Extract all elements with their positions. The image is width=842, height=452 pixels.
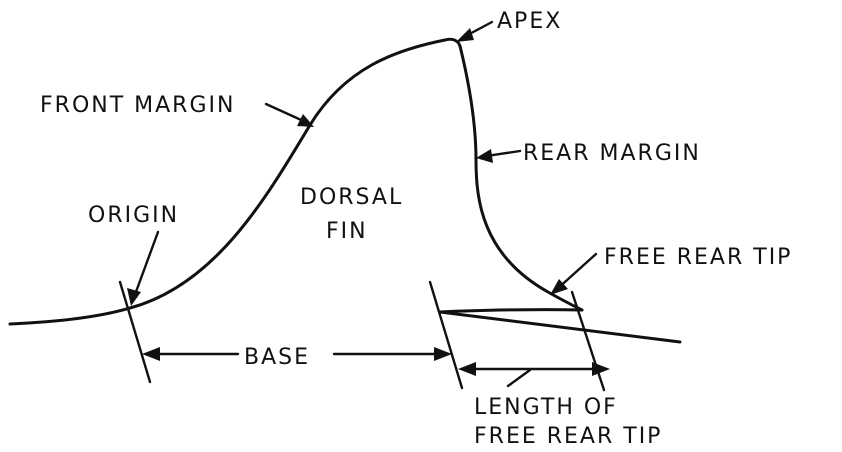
- origin-arrowhead: [127, 288, 141, 306]
- label-length-of: LENGTH OF: [474, 395, 618, 420]
- apex-curve: [443, 37, 462, 48]
- label-base: BASE: [244, 345, 310, 370]
- label-rear-margin: REAR MARGIN: [523, 141, 701, 166]
- free-tip-dim-leader: [506, 368, 532, 388]
- free-rear-tip-arrowhead: [550, 279, 568, 295]
- body-back-line: [8, 306, 132, 326]
- rear-margin-arrowhead: [476, 149, 493, 163]
- front-margin-curve: [128, 38, 447, 310]
- label-apex: APEX: [497, 9, 562, 34]
- origin-tick: [118, 280, 152, 384]
- free-tip-tick: [570, 290, 606, 392]
- label-fin: FIN: [326, 219, 368, 244]
- label-origin: ORIGIN: [88, 203, 179, 228]
- label-free-rear-tip: FREE REAR TIP: [604, 245, 792, 270]
- label-dorsal: DORSAL: [300, 185, 403, 210]
- origin-leader: [131, 230, 160, 302]
- base-arrow-right: [434, 347, 452, 361]
- rear-margin-curve: [458, 44, 584, 312]
- apex-arrowhead: [456, 28, 474, 42]
- label-front-margin: FRONT MARGIN: [40, 93, 235, 118]
- free-tip-arrow-right: [592, 362, 610, 376]
- base-arrow-left: [142, 347, 160, 361]
- free-tip-arrow-left: [458, 362, 476, 376]
- base-end-tick: [428, 280, 464, 390]
- front-margin-arrowhead: [297, 114, 314, 127]
- free-rear-tip-flap: [438, 308, 584, 314]
- body-rear-line: [438, 310, 682, 344]
- label-free-rear-tip-length: FREE REAR TIP: [474, 424, 662, 449]
